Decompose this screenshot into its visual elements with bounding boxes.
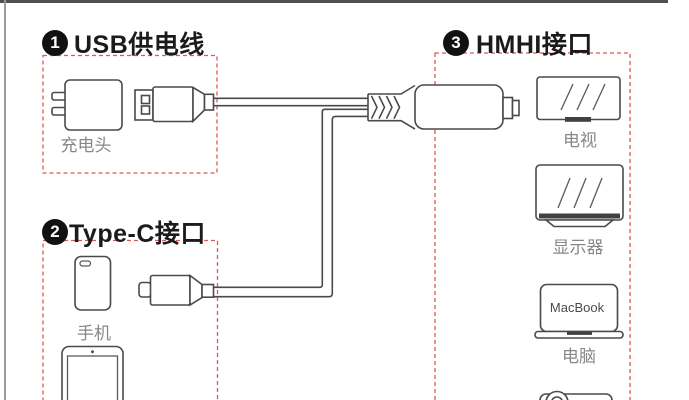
usb-cable bbox=[213, 97, 369, 107]
usb-a-connector-icon bbox=[134, 86, 215, 124]
laptop-brand-text: MacBook bbox=[549, 300, 605, 315]
hdmi-connector-icon bbox=[414, 84, 520, 130]
section-number-badge-3: 3 bbox=[443, 30, 469, 56]
hdmi-section-box bbox=[434, 52, 631, 400]
monitor-label: 显示器 bbox=[552, 238, 604, 257]
top-border-line bbox=[0, 0, 668, 3]
tablet-icon bbox=[61, 345, 124, 400]
section-heading-usb: 1 USB供电线 bbox=[42, 25, 205, 61]
phone-label: 手机 bbox=[77, 324, 111, 343]
tv-icon bbox=[536, 76, 621, 122]
charger-label: 充电头 bbox=[60, 136, 112, 155]
section-title-hdmi: HMHI接口 bbox=[476, 31, 593, 59]
type-c-cable bbox=[213, 108, 369, 298]
section-heading-typec: 2 Type-C接口 bbox=[42, 214, 206, 250]
section-title-usb: USB供电线 bbox=[74, 31, 205, 59]
tv-label: 电视 bbox=[563, 131, 597, 150]
left-border-line bbox=[4, 0, 6, 400]
cable-strain-relief bbox=[367, 84, 416, 130]
phone-icon bbox=[74, 255, 112, 311]
laptop-icon bbox=[534, 283, 624, 339]
type-c-connector-icon bbox=[138, 273, 215, 307]
section-number-badge-2: 2 bbox=[42, 219, 68, 245]
section-heading-hdmi: 3 HMHI接口 bbox=[443, 25, 593, 61]
section-number-badge-1: 1 bbox=[42, 30, 68, 56]
charger-icon bbox=[51, 79, 123, 131]
typec-section-box bbox=[42, 239, 219, 400]
laptop-label: 电脑 bbox=[562, 347, 596, 366]
usb-section-box bbox=[42, 54, 218, 174]
section-title-typec: Type-C接口 bbox=[69, 220, 206, 248]
monitor-icon bbox=[535, 164, 624, 228]
projector-icon bbox=[539, 390, 613, 400]
